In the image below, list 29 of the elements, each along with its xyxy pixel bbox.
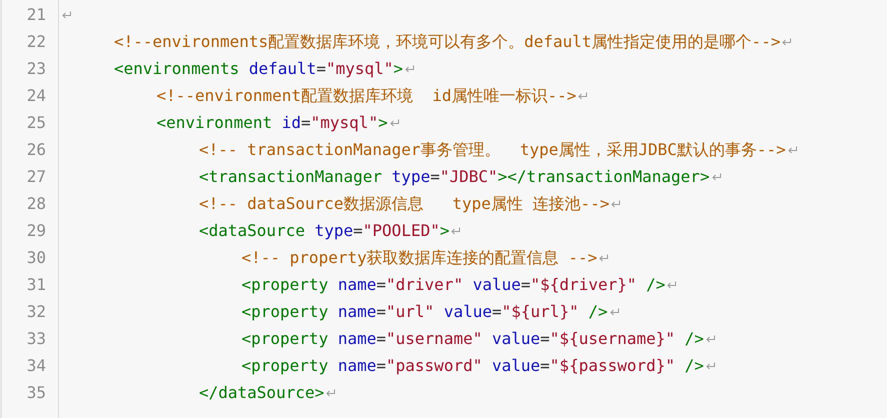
line-number: 27	[26, 167, 46, 187]
code-line: <environments default="mysql">	[114, 59, 404, 79]
line-number: 34	[26, 356, 46, 376]
code-line: <environment id="mysql">	[156, 113, 388, 133]
code-line: <property name="url" value="${url}" />	[242, 302, 608, 322]
code-line: <property name="driver" value="${driver}" />	[242, 275, 666, 295]
line-number: 35	[26, 383, 46, 403]
line-number: 21	[26, 5, 46, 25]
code-line: <!--environments配置数据库环境，环境可以有多个。default属性指定使用的是哪个-->	[114, 32, 780, 52]
code-line: <property name="username" value="${username}" />	[242, 329, 704, 349]
code-line: <!--environment配置数据库环境 id属性唯一标识-->	[156, 86, 576, 106]
line-number: 26	[26, 140, 46, 160]
line-number: 32	[26, 302, 46, 322]
line-number: 22	[26, 32, 46, 52]
line-number: 31	[26, 275, 46, 295]
code-line: <!-- transactionManager事务管理。 type属性，采用JDBC默认的事务-->	[199, 140, 786, 160]
line-number: 25	[26, 113, 46, 133]
code-line: <!-- dataSource数据源信息 type属性 连接池-->	[199, 194, 610, 214]
line-number: 30	[26, 248, 46, 268]
line-number: 33	[26, 329, 46, 349]
line-number: 29	[26, 221, 46, 241]
code-line: <dataSource type="POOLED">	[199, 221, 450, 241]
code-line: </dataSource>	[199, 383, 324, 403]
code-line: <!-- property获取数据库连接的配置信息 -->	[242, 248, 598, 268]
line-number: 24	[26, 86, 46, 106]
line-number: 23	[26, 59, 46, 79]
code-line: <property name="password" value="${password}" />	[242, 356, 704, 376]
code-line: <transactionManager type="JDBC"></transactionManager>	[199, 167, 710, 187]
line-number: 28	[26, 194, 46, 214]
